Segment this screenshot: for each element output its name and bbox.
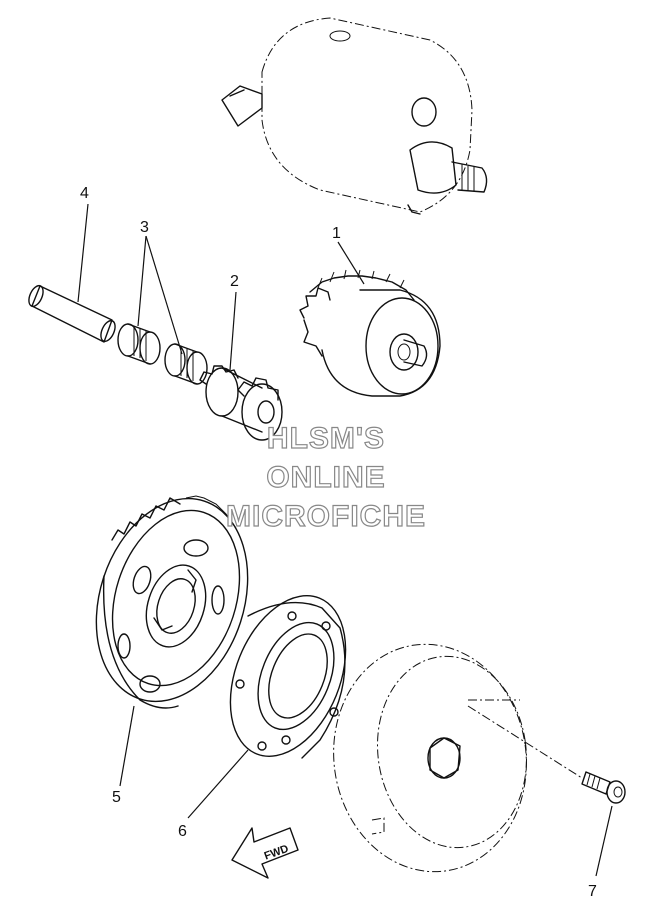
leader-line-1 (337, 241, 365, 285)
callout-1: 1 (332, 225, 341, 242)
part-4-shaft (28, 284, 116, 343)
callout-5: 5 (112, 789, 121, 806)
callout-6: 6 (178, 823, 187, 840)
fwd-arrow: FWD (231, 827, 299, 879)
watermark-line-2: ONLINE (266, 461, 385, 494)
part-1-gear-assembly (299, 269, 441, 397)
part-6-one-way-clutch (229, 595, 347, 759)
part-7-bolt (467, 705, 626, 804)
leader-line-4 (77, 203, 89, 303)
starter-motor (221, 17, 488, 215)
fwd-label: FWD (263, 843, 291, 863)
leader-line-6 (187, 749, 249, 819)
part-3-bearings (117, 323, 208, 385)
leader-line-2 (229, 291, 237, 371)
watermark-line-1: HLSM'S (267, 422, 385, 455)
callout-3: 3 (140, 219, 149, 236)
leader-line-7 (595, 805, 613, 877)
callout-4: 4 (80, 185, 89, 202)
leader-line-5 (119, 705, 135, 787)
leader-line-3b (145, 235, 183, 355)
leader-line-3a (137, 235, 147, 327)
part-5-starter-wheel (95, 495, 249, 709)
callout-2: 2 (230, 273, 239, 290)
watermark: HLSM'S ONLINE MICROFICHE (225, 421, 426, 533)
flywheel-rotor (333, 643, 527, 873)
watermark-line-3: MICROFICHE (226, 500, 426, 533)
part-2-idler-gear (199, 365, 283, 441)
callout-7: 7 (588, 883, 597, 900)
